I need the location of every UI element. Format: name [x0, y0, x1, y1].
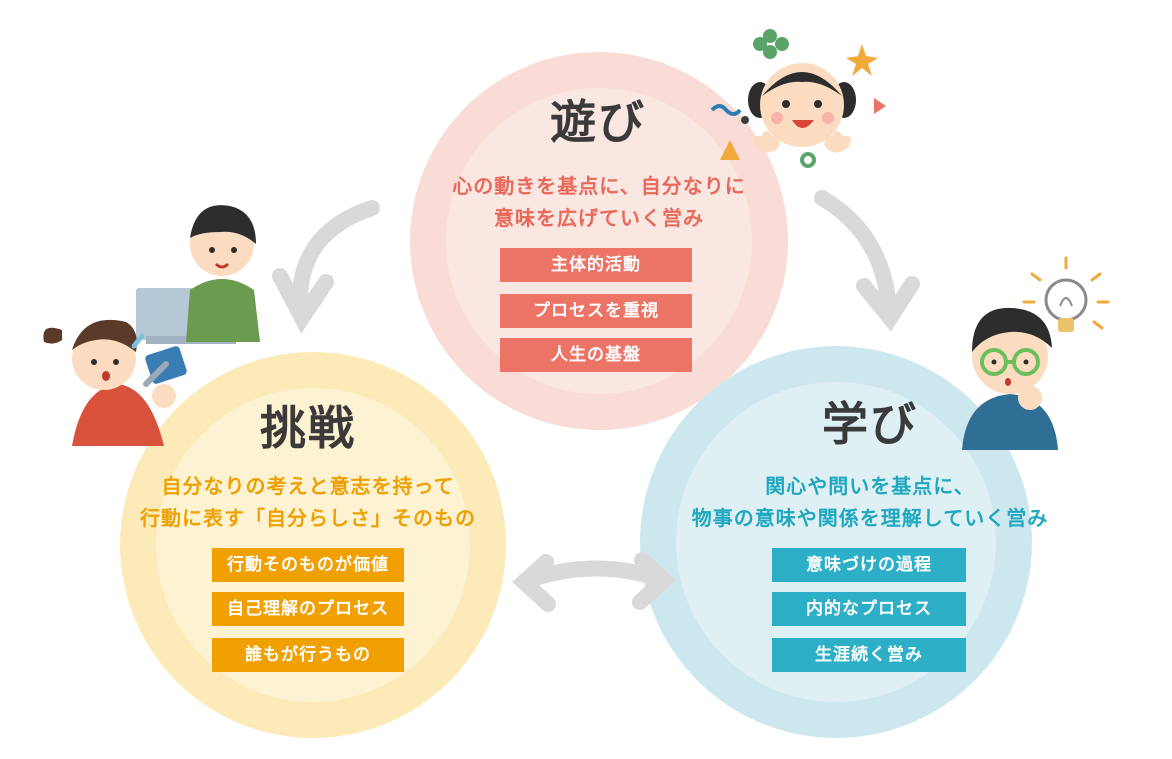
- manabi-tag-1: 意味づけの過程: [772, 548, 966, 582]
- chousen-circle: [120, 352, 506, 738]
- boy-laptop-illustration: [136, 205, 260, 344]
- asobi-circle: [410, 52, 788, 430]
- girl-tools-illustration: [43, 319, 187, 446]
- squiggle-icon: [710, 104, 742, 116]
- arrow-manabi-chousen-head-left: [512, 554, 556, 612]
- manabi-circle: [640, 346, 1032, 738]
- manabi-desc-line2: 物事の意味や関係を理解していく営み: [691, 506, 1049, 530]
- chousen-desc-line2: 行動に表す「自分らしさ」そのもの: [140, 506, 476, 530]
- chousen-tag-3: 誰もが行うもの: [212, 638, 404, 672]
- lightbulb-icon: [1022, 256, 1110, 332]
- manabi-tag-2: 内的なプロセス: [772, 592, 966, 626]
- asobi-tag-3: 人生の基盤: [500, 338, 692, 372]
- chousen-title: 挑戦: [260, 401, 356, 455]
- arrow-manabi-chousen-head-right: [632, 552, 676, 610]
- triangle-icon: [874, 98, 886, 114]
- chousen-tag-1: 行動そのものが価値: [212, 548, 404, 582]
- chousen-desc-line1: 自分なりの考えと意志を持って: [161, 474, 455, 498]
- asobi-desc-line1: 心の動きを基点に、自分なりに: [452, 174, 746, 198]
- star-icon: [846, 44, 878, 76]
- chousen-tag-2: 自己理解のプロセス: [212, 592, 404, 626]
- triangle-icon: [720, 140, 740, 160]
- asobi-tag-2: プロセスを重視: [500, 294, 692, 328]
- arrow-asobi-to-manabi: [814, 190, 896, 308]
- chousen-description: 自分なりの考えと意志を持って 行動に表す「自分らしさ」そのもの: [102, 470, 514, 534]
- manabi-description: 関心や問いを基点に、 物事の意味や関係を理解していく営み: [640, 470, 1100, 534]
- girl-pigtails-illustration: [710, 29, 886, 168]
- asobi-desc-line2: 意味を広げていく営み: [494, 206, 704, 230]
- asobi-title: 遊び: [550, 95, 646, 149]
- arrow-asobi-to-chousen: [292, 200, 380, 308]
- cycle-arrows: [272, 190, 920, 612]
- manabi-tag-3: 生涯続く営み: [772, 638, 966, 672]
- asobi-tag-1: 主体的活動: [500, 248, 692, 282]
- clover-icon: [753, 29, 789, 59]
- boy-glasses-lightbulb-illustration: [962, 256, 1110, 450]
- manabi-title: 学び: [822, 397, 918, 451]
- arrow-asobi-to-manabi-head: [856, 276, 920, 332]
- asobi-description: 心の動きを基点に、自分なりに 意味を広げていく営み: [404, 170, 794, 234]
- arrow-asobi-to-chousen-head: [272, 268, 334, 334]
- manabi-desc-line1: 関心や問いを基点に、: [765, 474, 975, 498]
- ring-icon: [800, 152, 816, 168]
